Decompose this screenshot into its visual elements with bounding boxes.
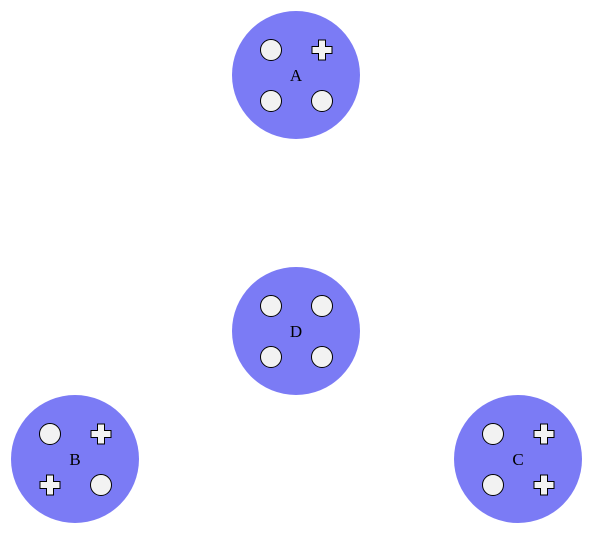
node-c-item-1 [533, 423, 555, 445]
node-c-item-3 [533, 474, 555, 496]
node-d-item-0 [260, 295, 282, 317]
circle-icon [482, 474, 504, 496]
node-a: A [232, 11, 360, 139]
node-c-label: C [512, 450, 523, 469]
node-a-item-3 [311, 90, 333, 112]
node-b-item-1 [90, 423, 112, 445]
plus-icon [39, 474, 61, 496]
node-d-label: D [290, 322, 302, 341]
node-d-item-1 [311, 295, 333, 317]
circle-icon [482, 423, 504, 445]
node-a-item-2 [260, 90, 282, 112]
circle-icon [311, 295, 333, 317]
node-b: B [11, 395, 139, 523]
node-c-item-2 [482, 474, 504, 496]
node-c: C [454, 395, 582, 523]
circle-icon [90, 474, 112, 496]
node-a-item-1 [311, 39, 333, 61]
plus-icon [311, 39, 333, 61]
node-d-item-3 [311, 346, 333, 368]
circle-icon [260, 346, 282, 368]
circle-icon [260, 90, 282, 112]
node-d: D [232, 267, 360, 395]
node-d-item-2 [260, 346, 282, 368]
node-a-item-0 [260, 39, 282, 61]
circle-icon [260, 39, 282, 61]
node-a-label: A [290, 66, 303, 85]
node-b-item-0 [39, 423, 61, 445]
plus-icon [533, 474, 555, 496]
node-b-item-3 [90, 474, 112, 496]
plus-icon [533, 423, 555, 445]
circle-icon [260, 295, 282, 317]
circle-icon [311, 90, 333, 112]
plus-icon [90, 423, 112, 445]
circle-icon [311, 346, 333, 368]
node-b-label: B [69, 450, 80, 469]
node-b-item-2 [39, 474, 61, 496]
node-c-item-0 [482, 423, 504, 445]
circle-icon [39, 423, 61, 445]
